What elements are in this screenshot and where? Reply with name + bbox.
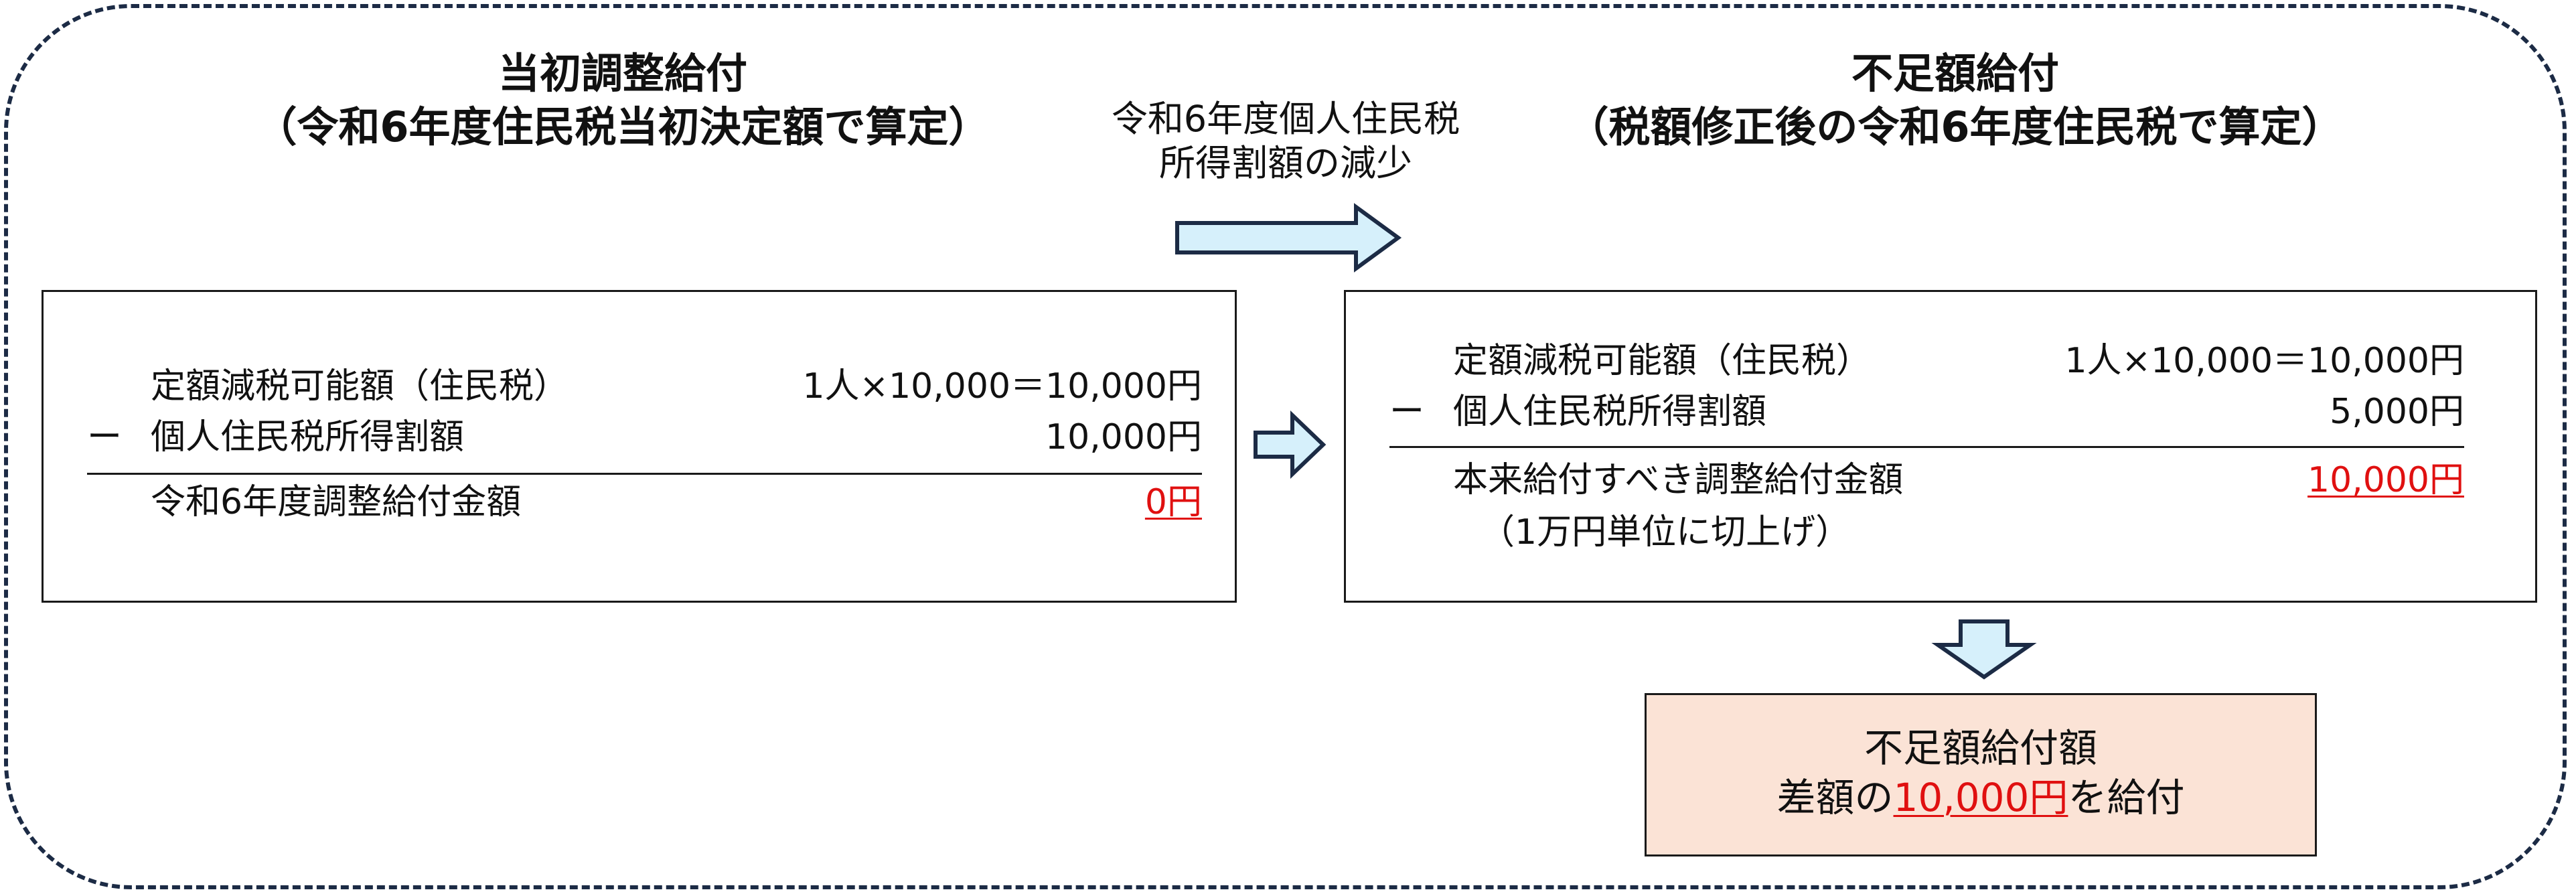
right-row3-note: （1万円単位に切上げ） [1480, 512, 1851, 552]
right-calculation-box: 定額減税可能額（住民税） 1人×10,000＝10,000円 ー 個人住民税所得… [1344, 290, 2537, 603]
left-row1-value: 1人×10,000＝10,000円 [802, 366, 1202, 406]
left-row3-label: 令和6年度調整給付金額 [151, 482, 522, 522]
shortfall-payment-result-box: 不足額給付額 差額の10,000円を給付 [1645, 693, 2317, 856]
middle-label-line2: 所得割額の減少 [1159, 142, 1412, 184]
right-sum-rule [1389, 446, 2464, 448]
right-heading-title: 不足額給付 [1851, 49, 2059, 98]
right-row3-label: 本来給付すべき調整給付金額 [1453, 460, 1904, 500]
left-result-amount: 0円 [1144, 482, 1202, 522]
dashed-rounded-frame [4, 4, 2567, 889]
middle-label: 令和6年度個人住民税 所得割額の減少 [1004, 97, 1567, 185]
right-heading-subtitle: （税額修正後の令和6年度住民税で算定） [1567, 102, 2344, 151]
left-row2-value: 10,000円 [1045, 417, 1202, 457]
left-row1-label: 定額減税可能額（住民税） [151, 366, 569, 406]
right-row1-value: 1人×10,000＝10,000円 [2064, 341, 2464, 381]
right-result-amount: 10,000円 [2307, 460, 2464, 500]
left-heading-title: 当初調整給付 [498, 49, 747, 98]
left-calculation-box: 定額減税可能額（住民税） 1人×10,000＝10,000円 ー 個人住民税所得… [42, 290, 1237, 603]
left-heading: 当初調整給付 （令和6年度住民税当初決定額で算定） [40, 47, 1205, 154]
left-heading-subtitle: （令和6年度住民税当初決定額で算定） [255, 102, 990, 151]
result-line2-amount: 10,000円 [1893, 775, 2068, 820]
result-line2-prefix: 差額の [1776, 775, 1894, 820]
right-row2-value: 5,000円 [2330, 392, 2464, 432]
left-sum-rule [87, 473, 1202, 475]
left-row2-label: 個人住民税所得割額 [151, 417, 465, 457]
middle-label-line1: 令和6年度個人住民税 [1111, 98, 1460, 140]
down-arrow-icon [1931, 619, 2037, 680]
right-row3-value: 10,000円 [1949, 459, 2464, 501]
middle-right-arrow-icon [1254, 410, 1327, 479]
right-row2-label: 個人住民税所得割額 [1453, 392, 1767, 432]
result-line1: 不足額給付額 [1864, 725, 2097, 771]
left-row3-value: 0円 [646, 481, 1202, 523]
right-minus-sign: ー [1389, 392, 1425, 432]
result-line2-suffix: を給付 [2068, 775, 2185, 820]
result-line2: 差額の10,000円を給付 [1647, 773, 2315, 822]
right-row1-label: 定額減税可能額（住民税） [1453, 341, 1872, 381]
right-heading: 不足額給付 （税額修正後の令和6年度住民税で算定） [1339, 47, 2571, 154]
top-right-arrow-icon [1175, 203, 1402, 273]
left-minus-sign: ー [87, 417, 123, 457]
